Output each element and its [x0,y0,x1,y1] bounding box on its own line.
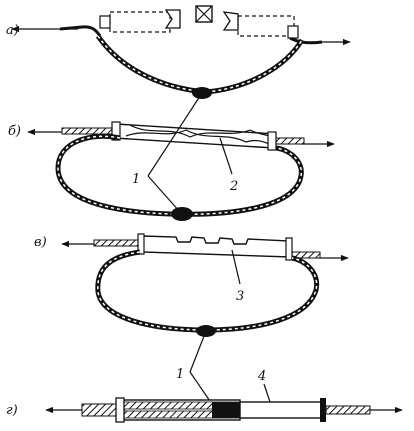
sleeve-end-left-b [111,121,121,141]
wire-end-left-a [59,25,102,37]
sleeve-end-right-b [267,131,277,151]
panel-label-b: б) [8,124,21,139]
panel-v: в) [34,233,349,337]
panel-g: г) [6,397,403,423]
sleeve-end-left-v [137,233,145,255]
sleeve-empty-g [239,401,323,419]
leader-3 [231,249,241,285]
wire-end-right-a [289,36,323,45]
wire-loop-a [95,34,305,95]
clamp-head-left-a [164,9,181,29]
clamp-right-a [237,15,295,37]
twisted-sleeve-b [113,123,277,149]
clamp-head-right-a [222,11,239,31]
joint-blob-b [171,207,193,221]
callout-4: 4 [257,369,266,384]
callout-1-bottom: 1 [176,367,184,382]
callout-3: 3 [236,289,244,304]
leader-1-top [147,92,203,213]
leader-4 [263,383,271,403]
clamp-left-a [109,11,171,33]
crimped-sleeve-v [141,235,291,258]
panel-b: б) [8,121,335,221]
clamp-end-left-a [99,15,111,29]
wire-end-left-v [93,239,145,247]
panel-label-g: г) [6,403,18,418]
clamp-end-right-a [287,25,299,39]
wire-end-left-b [61,127,121,135]
leader-2 [219,137,233,175]
leader-1-bottom [189,330,213,405]
panel-a: а) [6,5,351,99]
sleeve-flange-right-g [320,398,326,422]
wire-end-right-g [325,405,371,415]
callout-2: 2 [229,179,238,194]
sleeve-flange-left-g [115,397,125,423]
panel-label-a: а) [6,23,19,38]
callout-1-top: 1 [132,172,140,187]
panel-label-v: в) [34,235,47,250]
sleeve-end-right-v [285,237,293,261]
